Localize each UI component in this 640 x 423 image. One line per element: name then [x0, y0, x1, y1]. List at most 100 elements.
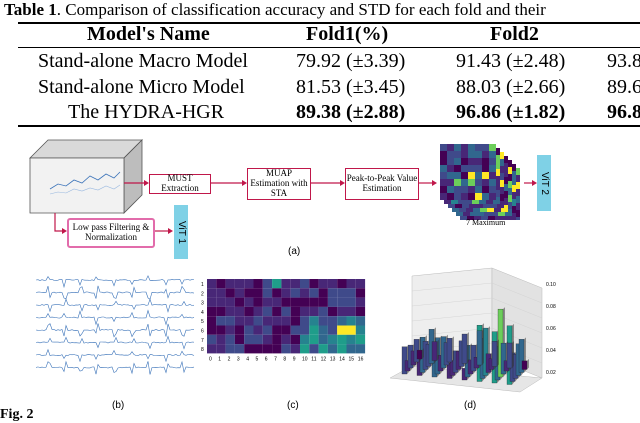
emg-signals [36, 275, 195, 375]
row-name: Stand-alone Macro Model [38, 50, 248, 72]
seven-max-label: 7 Maximum [466, 218, 506, 227]
heatmap-cell [253, 288, 263, 298]
heatmap-cell [262, 334, 273, 345]
heatmap-cell [346, 334, 356, 345]
row-name: Stand-alone Micro Model [38, 76, 245, 98]
signal-block [29, 139, 143, 214]
heatmap-cell [262, 316, 273, 326]
heatmap-cell [244, 334, 254, 345]
signal-trace [49, 171, 121, 190]
heatmap-cell [318, 297, 328, 307]
heatmap-cell [225, 325, 235, 335]
heatmap-cell [318, 288, 328, 298]
row-fold1: 89.38 (±2.88) [296, 101, 406, 123]
heatmap-cell [337, 297, 347, 307]
heatmap-cell [262, 297, 273, 307]
heatmap-cell [225, 334, 235, 345]
heatmap-cell [327, 325, 338, 335]
heatmap-y-tick: 6 [201, 329, 204, 335]
table-top-rule [18, 22, 640, 24]
emg-channel-trace [36, 360, 195, 375]
heatmap-cell [327, 344, 338, 354]
label-d: (d) [464, 400, 477, 411]
heatmap-cell [318, 334, 328, 345]
heatmap-cell [262, 344, 273, 354]
heatmap-cell [327, 279, 338, 289]
bar3d [461, 332, 469, 364]
heatmap-cell [309, 279, 319, 289]
heatmap-cell [309, 297, 319, 307]
heatmap-cell [216, 316, 226, 326]
heatmap-cell [244, 288, 254, 298]
heatmap-cell [337, 325, 347, 335]
heatmap-cell [337, 334, 347, 345]
heatmap-cell [234, 334, 245, 345]
lowpass-box: Low pass Filtering & Normalization [67, 218, 155, 248]
heatmap-cell [234, 316, 245, 326]
heatmap-cell [290, 316, 300, 326]
heatmap-cell [290, 288, 300, 298]
label-b: (b) [112, 400, 125, 411]
heatmap-y-tick: 2 [201, 291, 204, 297]
row-name: The HYDRA-HGR [68, 101, 225, 123]
heatmap-cell [355, 279, 366, 289]
heatmap-cell [272, 288, 282, 298]
heatmap-cell [327, 316, 338, 326]
heatmap-cell [327, 306, 338, 317]
heatmap-x-tick: 14 [339, 356, 345, 362]
heatmap-cell [290, 325, 300, 335]
heatmap-cell [318, 316, 328, 326]
heatmap-cell [337, 288, 347, 298]
heatmap-cell [300, 306, 310, 317]
heatmap-cell [272, 279, 282, 289]
heatmap-cell [225, 306, 235, 317]
heatmap-cell [216, 334, 226, 345]
heatmap-cell [337, 344, 347, 354]
heatmap-cell [234, 279, 245, 289]
heatmap-cell [244, 344, 254, 354]
heatmap-cell [346, 288, 356, 298]
stacked-heatmaps [440, 144, 520, 220]
heatmap-cell [290, 297, 300, 307]
heatmap-cell [309, 306, 319, 317]
heatmap-x-tick: 7 [274, 356, 277, 362]
heatmap-cell [207, 325, 217, 335]
heatmap-cell [262, 306, 273, 317]
heatmap-cell [300, 316, 310, 326]
heatmap-cell [346, 325, 356, 335]
heatmap-cell [234, 306, 245, 317]
heatmap-cell [244, 316, 254, 326]
heatmap-cell [272, 297, 282, 307]
heatmap-cell [300, 279, 310, 289]
label-a: (a) [288, 246, 301, 257]
heatmap-cell [355, 334, 366, 345]
heatmap-cell [234, 325, 245, 335]
heatmap-cell [244, 306, 254, 317]
heatmap-cell [262, 325, 273, 335]
vit2-label: ViT 2 [538, 171, 550, 195]
heatmap-x-tick: 2 [228, 356, 231, 362]
heatmap-cell [207, 316, 217, 326]
heatmap-cell [253, 297, 263, 307]
table-caption: Table 1. Comparison of classification ac… [4, 0, 546, 20]
heatmap-cell [272, 325, 282, 335]
heatmap-cell [207, 334, 217, 345]
heatmap-cell [346, 297, 356, 307]
heatmap-cell [253, 316, 263, 326]
header-fold2: Fold2 [490, 23, 539, 45]
vit1-box: ViT 1 [174, 205, 188, 259]
heatmap-x-tick: 4 [246, 356, 249, 362]
table-caption-text: . Comparison of classification accuracy … [56, 0, 546, 19]
heatmap-cell [355, 325, 366, 335]
heatmap-cell [346, 306, 356, 317]
heatmap-cell [272, 316, 282, 326]
heatmap-cell [355, 297, 366, 307]
heatmap-cell [234, 344, 245, 354]
heatmap-cell [281, 297, 291, 307]
heatmap-cell [327, 288, 338, 298]
emg-channel-trace [36, 335, 195, 350]
heatmap-x-tick: 15 [349, 356, 355, 362]
bar3d [506, 341, 514, 369]
bar3d [446, 336, 454, 363]
